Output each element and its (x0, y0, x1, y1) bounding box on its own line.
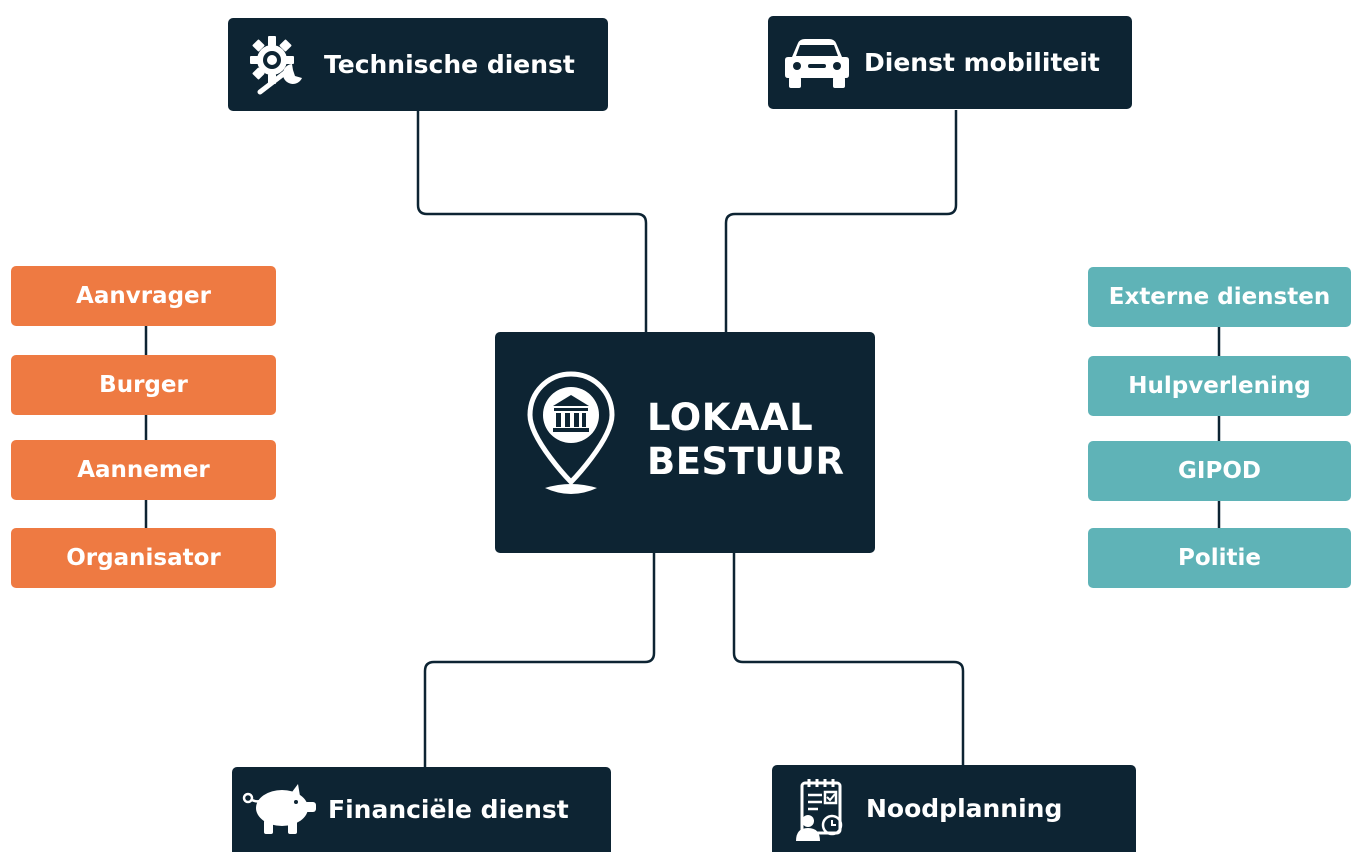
left-item-burger: Burger (11, 355, 276, 415)
left-item-aannemer: Aannemer (11, 440, 276, 500)
right-item-hulpverlening: Hulpverlening (1088, 356, 1351, 416)
right-item-externe-diensten: Externe diensten (1088, 267, 1351, 327)
center-title: LOKAAL BESTUUR (647, 396, 844, 484)
noodplanning-box: Noodplanning (772, 765, 1136, 852)
technische-dienst-label: Technische dienst (324, 50, 575, 79)
left-item-aanvrager: Aanvrager (11, 266, 276, 326)
government-location-pin-icon (525, 370, 617, 510)
dienst-mobiliteit-label: Dienst mobiliteit (864, 48, 1100, 77)
gear-wrench-icon (248, 34, 310, 96)
technische-dienst-box: Technische dienst (228, 18, 608, 111)
connector-technische-dienst (416, 110, 648, 332)
right-item-politie: Politie (1088, 528, 1351, 588)
car-icon (784, 37, 850, 89)
dienst-mobiliteit-box: Dienst mobiliteit (768, 16, 1132, 109)
financiele-dienst-box: Financiële dienst (232, 767, 611, 852)
lokaal-bestuur-box: LOKAAL BESTUUR (495, 332, 875, 553)
left-item-organisator: Organisator (11, 528, 276, 588)
right-item-gipod: GIPOD (1088, 441, 1351, 501)
clipboard-plan-icon (794, 777, 846, 841)
connector-financiele-dienst (423, 553, 656, 767)
connector-dienst-mobiliteit (724, 110, 958, 332)
noodplanning-label: Noodplanning (866, 794, 1063, 823)
connector-noodplanning (732, 553, 965, 765)
center-title-line2: BESTUUR (647, 440, 845, 483)
center-title-line1: LOKAAL (647, 396, 814, 439)
piggy-bank-icon (240, 783, 320, 836)
financiele-dienst-label: Financiële dienst (328, 795, 569, 824)
